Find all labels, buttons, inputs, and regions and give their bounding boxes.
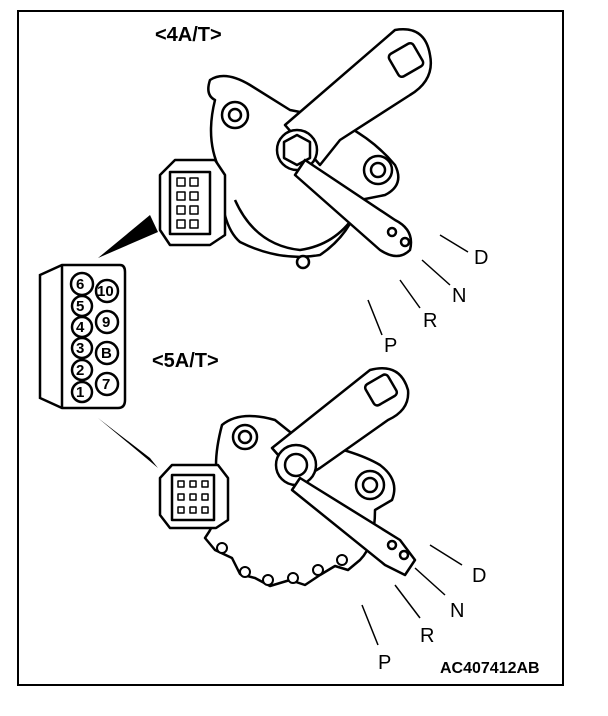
leader-5at-p [361,604,379,646]
position-label-5at-p: P [378,652,392,674]
pin-7: 7 [102,376,110,393]
pin-B: B [101,345,112,362]
leader-4at-r [399,279,421,309]
bolt-4at-right [362,154,394,186]
pin-10: 10 [97,283,114,300]
detent-arm-5at [290,476,417,577]
title-5at: <5A/T> [152,350,219,372]
pin-1: 1 [76,384,84,401]
position-label-4at-d: D [474,247,489,269]
leader-5at-n [414,567,446,596]
position-label-5at-d: D [472,565,487,587]
leader-5at-r [394,584,421,619]
figure-frame [17,10,564,686]
leader-4at-d [439,234,469,253]
detent-arm-4at [293,158,413,258]
position-label-5at-r: R [420,625,435,647]
title-4at: <4A/T> [155,24,222,46]
position-label-4at-n: N [452,285,467,307]
connector-face [38,263,127,410]
bolt-5at-left [231,423,259,451]
leader-4at-n [421,259,451,286]
pin-5: 5 [76,298,84,315]
switch-4at-arc [233,199,357,252]
pin-9: 9 [102,314,110,331]
switch-5at [158,367,463,646]
bolt-5at-right [354,469,386,501]
position-label-4at-p: P [384,335,398,357]
pin-6: 6 [76,276,84,293]
figure-id: AC407412AB [440,660,540,677]
bolt-4at-left [220,100,250,130]
pointer-wedge-top [98,215,158,258]
position-label-4at-r: R [423,310,438,332]
pointer-wedge-bottom [98,418,158,468]
switch-4at [158,28,469,336]
shaft-nut-5at [274,443,318,487]
pin-3: 3 [76,340,84,357]
position-label-5at-n: N [450,600,465,622]
leader-4at-p [367,299,383,336]
pin-2: 2 [76,362,84,379]
leader-5at-d [429,544,463,566]
pin-4: 4 [76,319,85,336]
